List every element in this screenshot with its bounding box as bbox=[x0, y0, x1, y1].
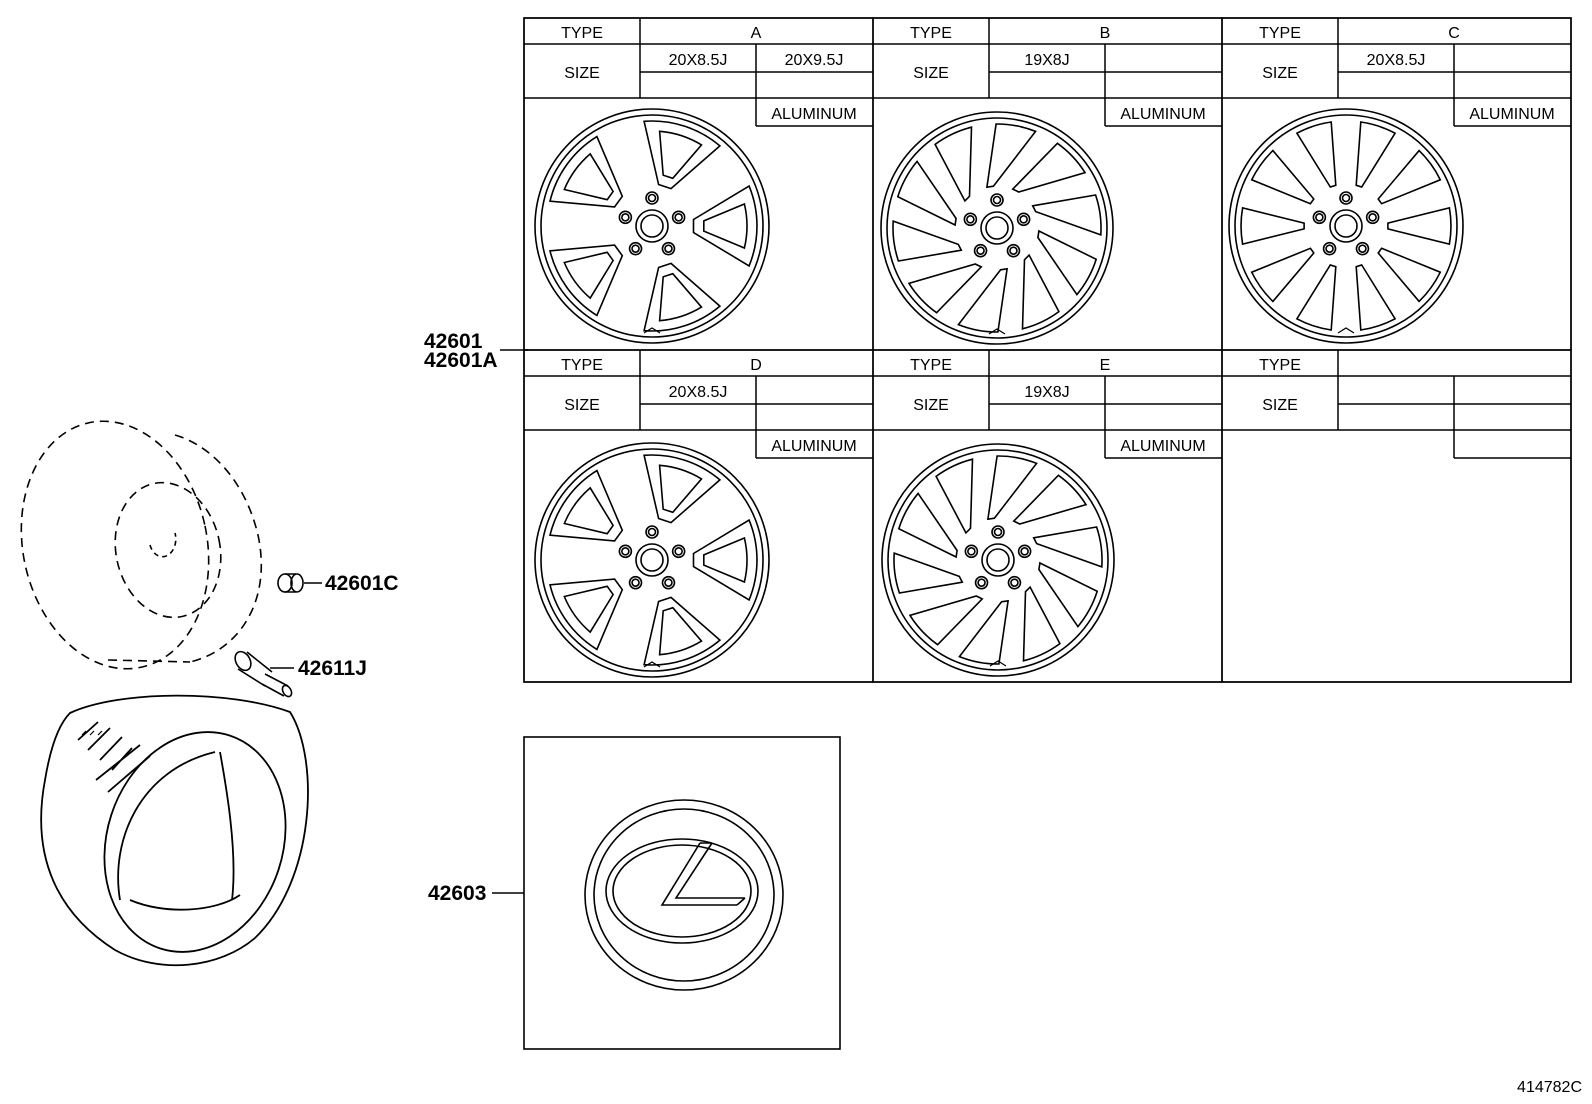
type-value: A bbox=[751, 25, 762, 42]
size-label: SIZE bbox=[1262, 397, 1298, 414]
type-label: TYPE bbox=[561, 357, 603, 374]
drawing-id: 414782C bbox=[1517, 1079, 1582, 1096]
wheel-drawing-e bbox=[881, 443, 1115, 677]
wheel-drawing-c bbox=[1228, 108, 1464, 344]
disc-wheel-callout: 42601 42601A bbox=[424, 330, 528, 372]
part-number-42601[interactable]: 42601 bbox=[424, 330, 483, 353]
lexus-emblem bbox=[584, 799, 784, 991]
type-label: TYPE bbox=[1259, 357, 1301, 374]
part-number-42601C[interactable]: 42601C bbox=[325, 572, 399, 595]
wheel-drawings bbox=[534, 108, 1464, 678]
size-label: SIZE bbox=[913, 397, 949, 414]
tire bbox=[40, 694, 309, 967]
size-value: 20X8.5J bbox=[669, 52, 728, 69]
ornament-callout: 42603 bbox=[428, 736, 841, 1050]
wheel-assembly-dashed bbox=[20, 420, 263, 670]
part-number-42611J[interactable]: 42611J bbox=[298, 657, 367, 680]
material-value: ALUMINUM bbox=[1120, 106, 1205, 123]
size-label: SIZE bbox=[913, 65, 949, 82]
material-value: ALUMINUM bbox=[1120, 438, 1205, 455]
wheel-type-cell: TYPE SIZE bbox=[1221, 349, 1572, 683]
wheel-type-cell: TYPE SIZE B 19X8J ALUMINUM bbox=[872, 17, 1223, 351]
wheel-drawing-a bbox=[534, 108, 770, 344]
ornament-frame bbox=[523, 736, 841, 1050]
size-value: 20X8.5J bbox=[1367, 52, 1426, 69]
type-label: TYPE bbox=[910, 357, 952, 374]
material-value: ALUMINUM bbox=[1469, 106, 1554, 123]
type-value: E bbox=[1100, 357, 1111, 374]
size-label: SIZE bbox=[564, 65, 600, 82]
material-value: ALUMINUM bbox=[771, 106, 856, 123]
size-label: SIZE bbox=[564, 397, 600, 414]
size-value: 20X8.5J bbox=[669, 384, 728, 401]
wheel-drawing-b bbox=[880, 111, 1114, 345]
part-number-42601A[interactable]: 42601A bbox=[424, 349, 498, 372]
wheel-type-cell: TYPE SIZE C 20X8.5J ALUMINUM bbox=[1221, 17, 1572, 351]
type-value: D bbox=[750, 357, 762, 374]
balance-weight: 42601C bbox=[277, 572, 399, 595]
wheel-type-cell: TYPE SIZE A 20X8.5J 20X9.5J ALUMINUM bbox=[523, 17, 874, 351]
type-label: TYPE bbox=[561, 25, 603, 42]
type-label: TYPE bbox=[1259, 25, 1301, 42]
size-value: 19X8J bbox=[1024, 52, 1069, 69]
type-value: C bbox=[1448, 25, 1460, 42]
part-number-42603[interactable]: 42603 bbox=[428, 882, 486, 905]
type-value: B bbox=[1100, 25, 1111, 42]
type-label: TYPE bbox=[910, 25, 952, 42]
valve: 42611J bbox=[234, 650, 367, 698]
wheel-type-table: TYPE SIZE A 20X8.5J 20X9.5J ALUMINUM TYPE SIZE B… bbox=[523, 17, 1572, 683]
size-value: 19X8J bbox=[1024, 384, 1069, 401]
wheel-drawing-d bbox=[534, 442, 770, 678]
wheel-type-cell: TYPE SIZE E 19X8J ALUMINUM bbox=[872, 349, 1223, 683]
material-value: ALUMINUM bbox=[771, 438, 856, 455]
size-label: SIZE bbox=[1262, 65, 1298, 82]
size-value: 20X9.5J bbox=[785, 52, 844, 69]
